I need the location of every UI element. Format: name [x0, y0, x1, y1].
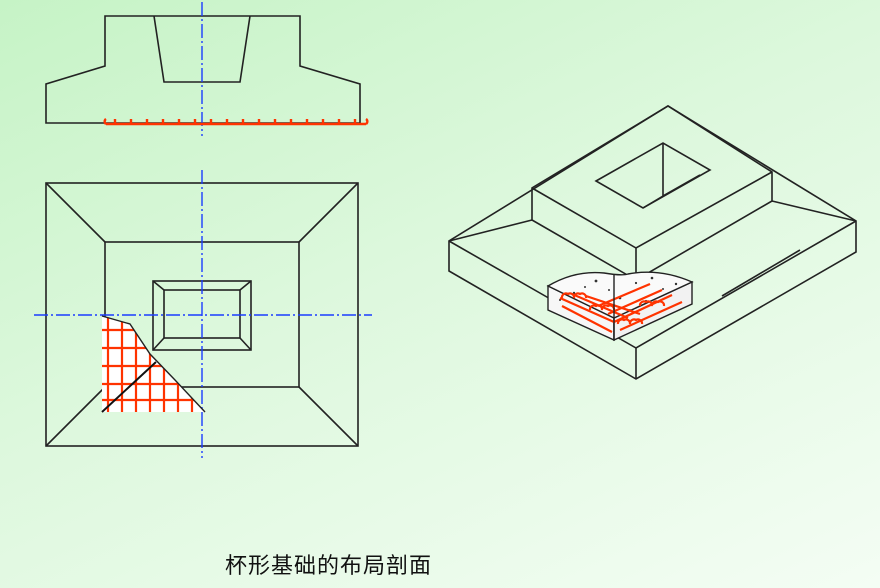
iso-rebar-mesh: [559, 282, 683, 333]
front-elevation-view: [45, 15, 361, 124]
plan-section-line: [101, 361, 157, 413]
iso-slope-lines: [448, 200, 857, 297]
bottom-rebar-section: [103, 118, 369, 126]
plan-centerlines: [34, 170, 372, 458]
rebar-ticks: [113, 119, 357, 124]
iso-cup-opening: [594, 142, 712, 209]
plan-rebar-mesh: [101, 315, 206, 413]
plan-cutaway-edge: [101, 315, 206, 413]
iso-section-cutaway: [546, 271, 694, 342]
foundation-elevation-outline: [45, 15, 361, 124]
plan-slope-lines: [45, 182, 359, 447]
iso-pedestal-top-edges: [531, 171, 773, 249]
iso-section-top: [546, 271, 694, 319]
figure-caption: 杯形基础的布局剖面: [225, 554, 433, 579]
isometric-view: [448, 105, 857, 380]
iso-cup-inner-edges: [642, 143, 701, 209]
